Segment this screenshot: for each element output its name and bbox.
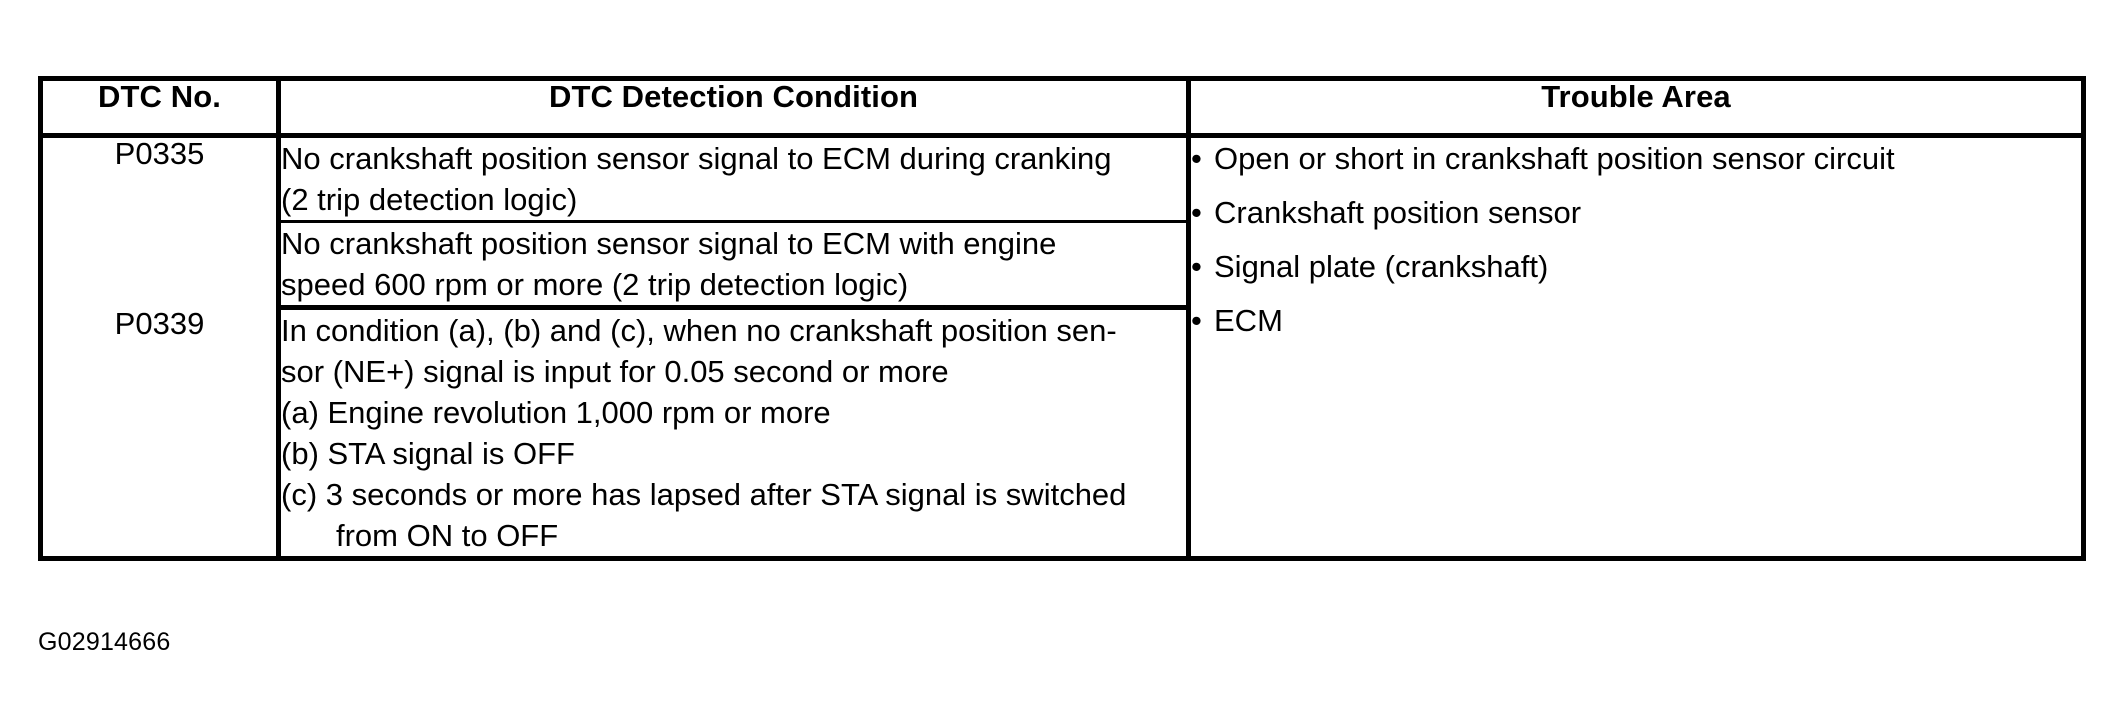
table-header: DTC No. DTC Detection Condition Trouble … <box>40 78 2084 138</box>
list-item: • Open or short in crankshaft position s… <box>1191 138 2081 179</box>
column-header-trouble-area: Trouble Area <box>1188 78 2084 138</box>
list-item: • ECM <box>1191 300 2081 341</box>
condition-line: (2 trip detection logic) <box>281 182 578 217</box>
list-item-label: Signal plate (crankshaft) <box>1214 249 1549 284</box>
detection-condition-cell: No crankshaft position sensor signal to … <box>278 221 1191 310</box>
condition-line: (b) STA signal is OFF <box>281 436 575 471</box>
trouble-area-list: • Open or short in crankshaft position s… <box>1191 138 2081 341</box>
list-item: • Crankshaft position sensor <box>1191 192 2081 233</box>
list-item-label: Open or short in crankshaft position sen… <box>1214 141 1895 176</box>
bullet-icon: • <box>1191 303 1202 338</box>
table-body: P0335 No crankshaft position sensor sign… <box>40 135 2084 559</box>
condition-line: No crankshaft position sensor signal to … <box>281 141 1112 176</box>
bullet-icon: • <box>1191 249 1202 284</box>
condition-line: from ON to OFF <box>336 518 559 553</box>
condition-line: No crankshaft position sensor signal to … <box>281 226 1057 261</box>
condition-line: sor (NE+) signal is input for 0.05 secon… <box>281 354 949 389</box>
header-row: DTC No. DTC Detection Condition Trouble … <box>40 78 2084 138</box>
column-header-detection-condition: DTC Detection Condition <box>278 78 1191 138</box>
condition-line: In condition (a), (b) and (c), when no c… <box>281 313 1117 348</box>
condition-line: speed 600 rpm or more (2 trip detection … <box>281 267 909 302</box>
dtc-number-cell-p0339: P0339 <box>40 307 281 559</box>
column-header-dtc-no: DTC No. <box>40 78 281 138</box>
list-item-label: Crankshaft position sensor <box>1214 195 1582 230</box>
table-row: No crankshaft position sensor signal to … <box>41 221 2084 310</box>
dtc-number-cell-p0335: P0335 <box>40 135 281 308</box>
dtc-diagnostic-table: DTC No. DTC Detection Condition Trouble … <box>38 76 2086 561</box>
detection-condition-cell: No crankshaft position sensor signal to … <box>278 135 1191 223</box>
condition-line: (c) 3 seconds or more has lapsed after S… <box>281 477 1127 512</box>
bullet-icon: • <box>1191 195 1202 230</box>
figure-caption-code: G02914666 <box>38 628 171 656</box>
condition-line: (a) Engine revolution 1,000 rpm or more <box>281 395 831 430</box>
list-item-label: ECM <box>1214 303 1283 338</box>
table-row: P0339 In condition (a), (b) and (c), whe… <box>40 307 2084 559</box>
bullet-icon: • <box>1191 141 1202 176</box>
trouble-area-cell: • Open or short in crankshaft position s… <box>1188 135 2084 559</box>
detection-condition-cell: In condition (a), (b) and (c), when no c… <box>278 307 1191 559</box>
table-row: P0335 No crankshaft position sensor sign… <box>40 135 2084 559</box>
list-item: • Signal plate (crankshaft) <box>1191 246 2081 287</box>
